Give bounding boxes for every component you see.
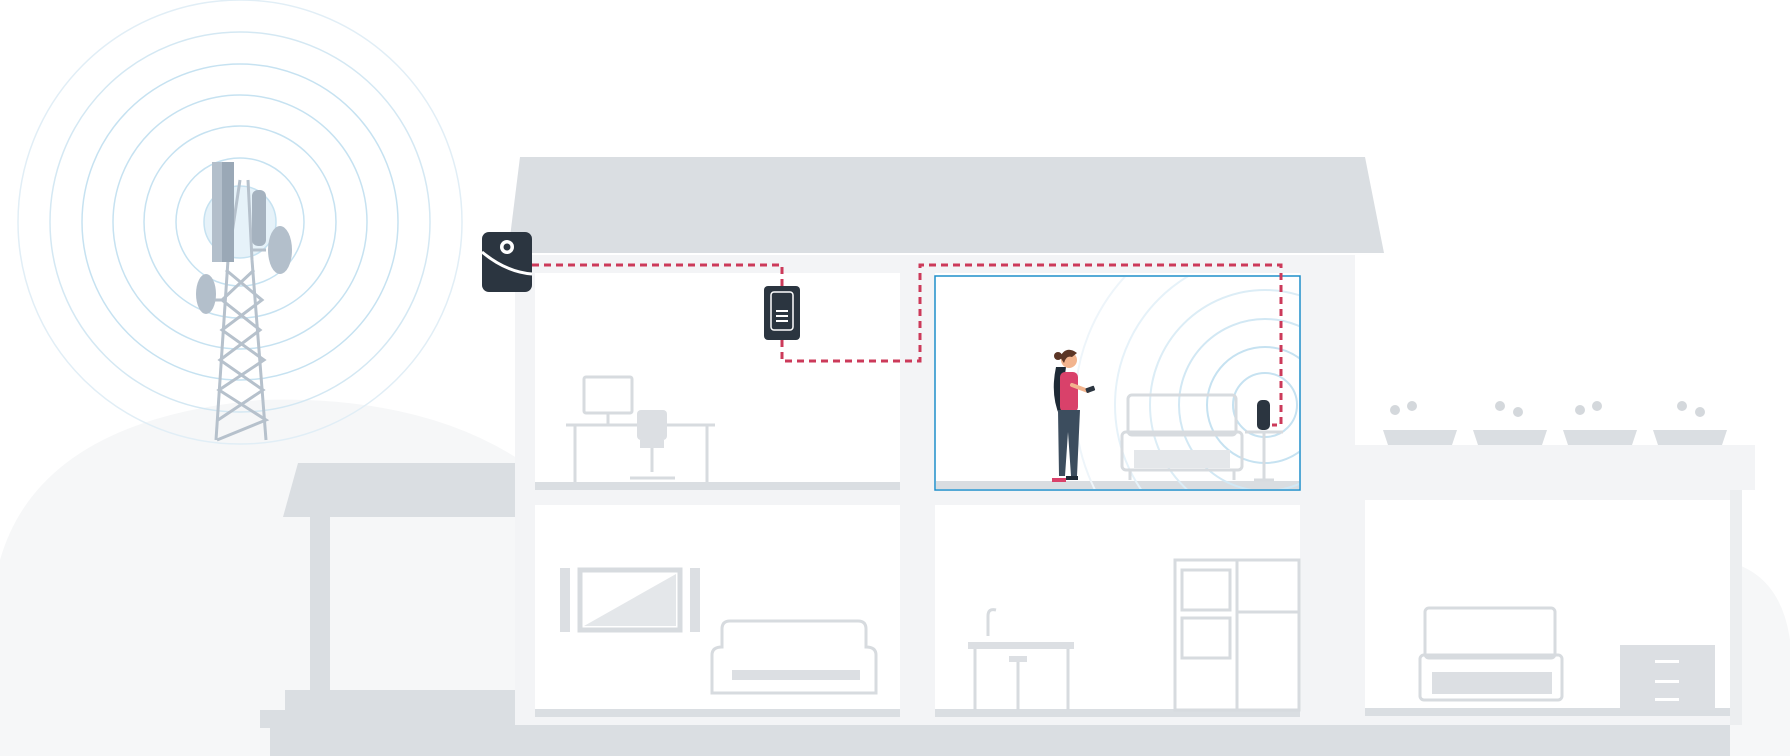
person-with-phone-icon (1052, 349, 1096, 482)
cell-tower-icon (196, 162, 292, 442)
signal-booster-icon (764, 286, 800, 340)
bedroom-furniture (1418, 606, 1715, 710)
flower-boxes (1383, 401, 1727, 445)
highlighted-room (934, 275, 1301, 491)
coax-cable (532, 263, 1283, 427)
indoor-antenna-icon (1257, 400, 1270, 430)
outdoor-antenna-icon (481, 232, 533, 292)
kitchen-furniture (968, 558, 1301, 712)
office-desk (566, 375, 715, 482)
living-room-furniture (560, 567, 878, 695)
